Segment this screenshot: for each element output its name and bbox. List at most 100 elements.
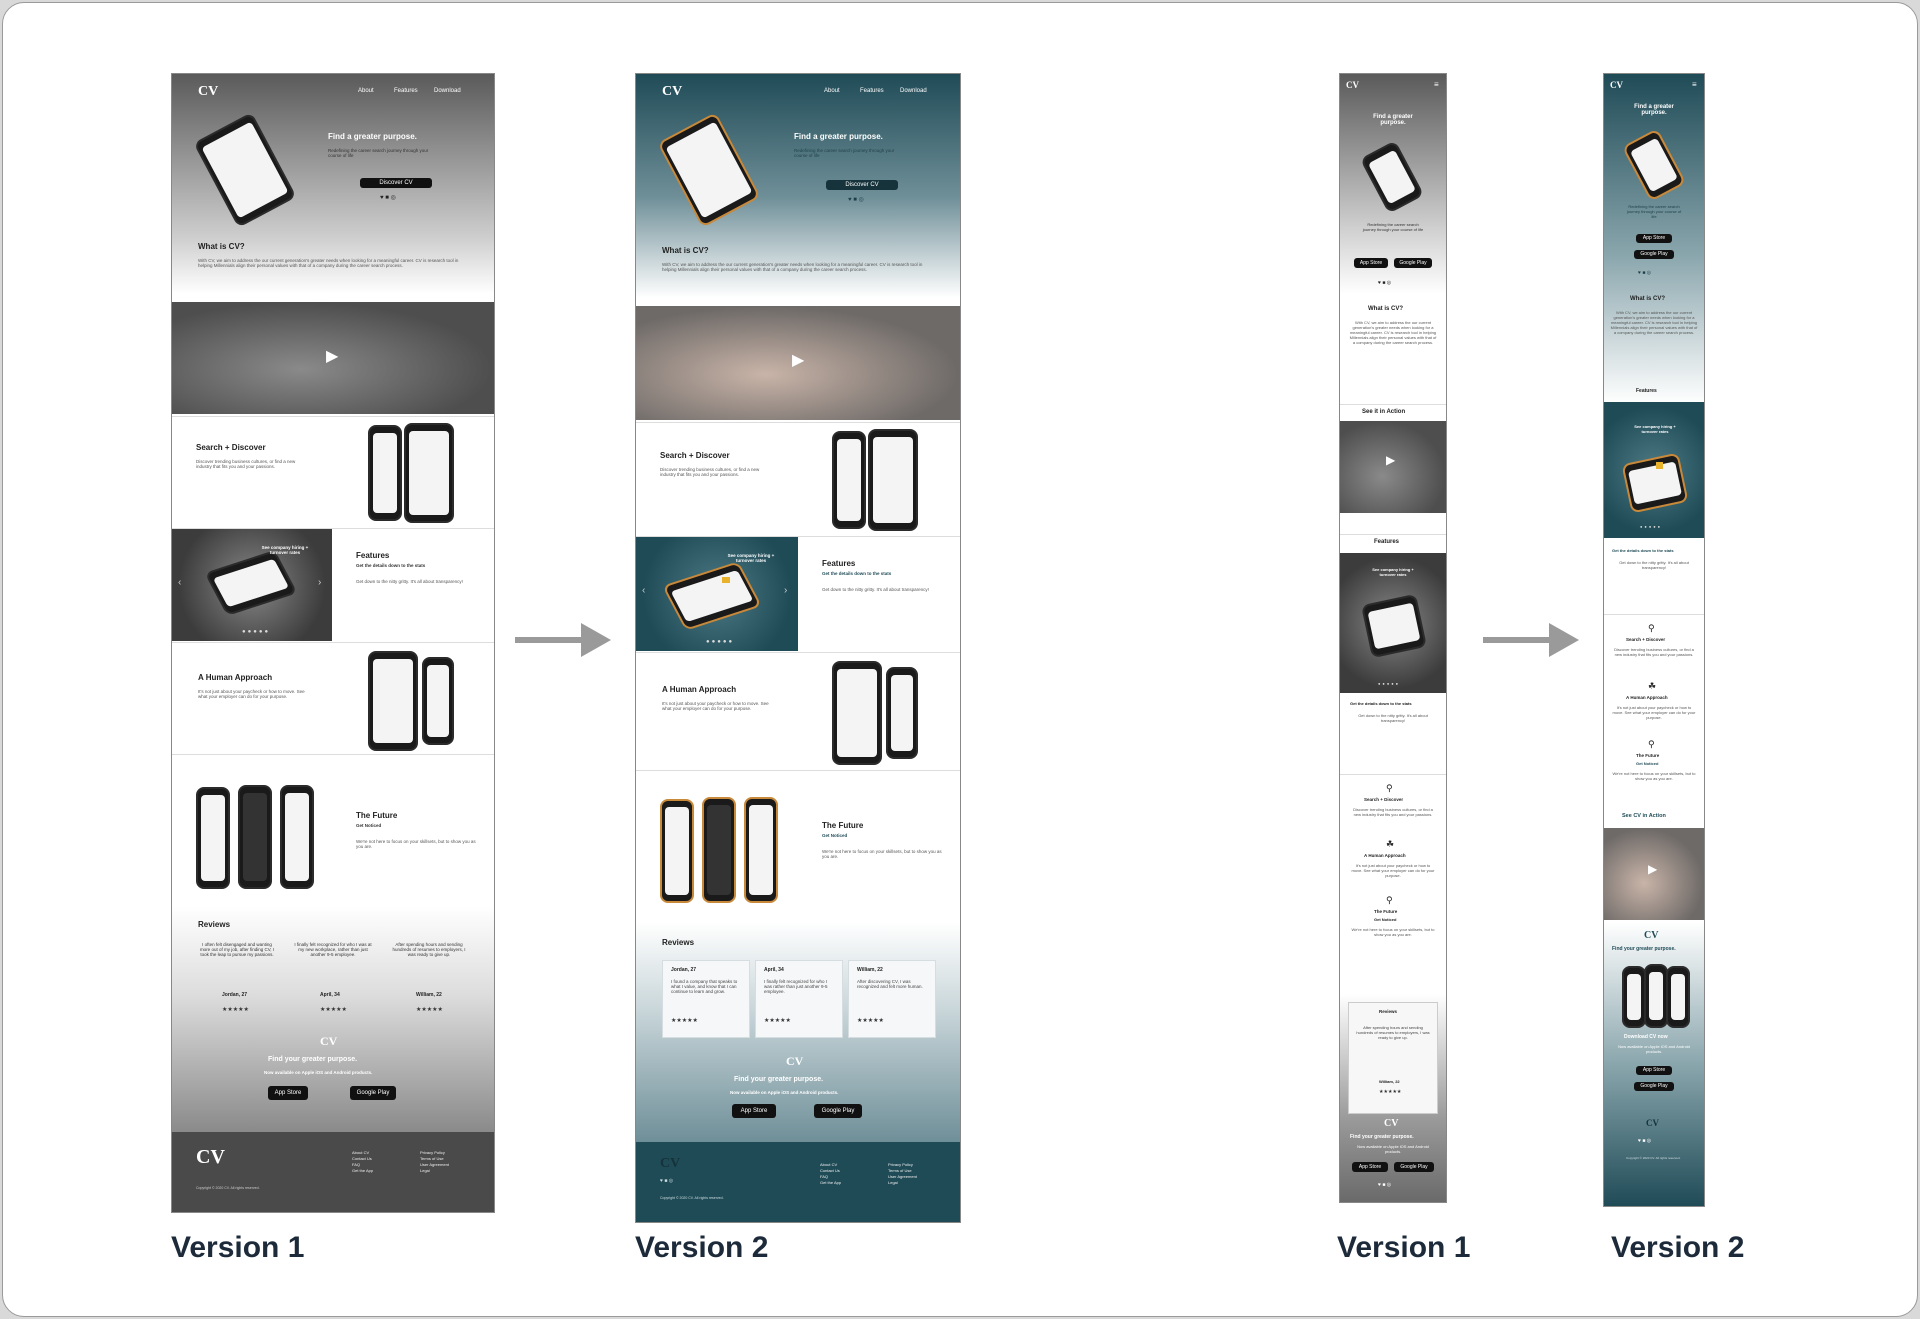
play-icon[interactable]: ▶: [1386, 453, 1396, 467]
review-author: Jordan, 27: [671, 967, 697, 973]
footer-link[interactable]: User Agreement: [888, 1174, 917, 1179]
play-icon[interactable]: ▶: [792, 352, 805, 369]
carousel-dots[interactable]: ●●●●●: [1640, 524, 1663, 529]
hero-phone: [1621, 128, 1687, 202]
review-author: William, 22: [1379, 1079, 1400, 1084]
human-body: It's not just about your paycheck or how…: [662, 701, 769, 711]
footer-link[interactable]: Contact Us: [352, 1156, 372, 1161]
appstore-button[interactable]: App Store: [268, 1086, 308, 1100]
footer-link[interactable]: Terms of Use: [888, 1168, 912, 1173]
features-detail: Get the details down to the stats Get do…: [1604, 540, 1704, 610]
social-icons: ♥ ■ ◎: [1638, 270, 1652, 276]
review-author: William, 22: [416, 992, 442, 998]
social-icons: ♥ ■ ◎: [1638, 1138, 1652, 1144]
hamburger-icon[interactable]: ≡: [1434, 80, 1439, 89]
human-section: A Human Approach It's not just about you…: [172, 642, 494, 753]
nav-about[interactable]: About: [358, 88, 374, 94]
future-title: The Future: [1636, 753, 1660, 758]
future-title: The Future: [356, 811, 398, 820]
brand-logo[interactable]: CV: [198, 84, 219, 99]
carousel-dots[interactable]: ●●●●●: [706, 639, 735, 645]
carousel-dots[interactable]: ●●●●●: [242, 629, 271, 635]
hero-section: CV About Features Download Find a greate…: [172, 74, 494, 294]
mobile-v1-mockup: CV ≡ Find a greater purpose. Redefining …: [1339, 73, 1447, 1203]
search-phone-2: [404, 423, 454, 523]
appstore-button[interactable]: App Store: [1636, 1066, 1672, 1075]
footer-link[interactable]: Get the App: [352, 1168, 374, 1173]
closing-logo: CV: [320, 1034, 338, 1048]
footer-link[interactable]: About CV: [820, 1162, 838, 1167]
footer-link[interactable]: User Agreement: [420, 1162, 449, 1167]
desktop-v1-mockup: CV About Features Download Find a greate…: [171, 73, 495, 1213]
social-icons: ♥ ■ ◎: [1378, 1182, 1392, 1188]
brand-logo[interactable]: CV: [1346, 80, 1359, 90]
search-title: Search + Discover: [196, 443, 266, 452]
googleplay-button[interactable]: Google Play: [1634, 1082, 1674, 1091]
nav-features[interactable]: Features: [394, 88, 418, 94]
footer-link[interactable]: About CV: [352, 1150, 370, 1155]
discover-button[interactable]: Discover CV: [826, 180, 898, 190]
hero-subtitle: Redefining the career search journey thr…: [1626, 204, 1682, 219]
hero-subtitle: Redefining the career search journey thr…: [1362, 222, 1424, 232]
nav-about[interactable]: About: [824, 88, 840, 94]
reviews-title: Reviews: [1379, 1009, 1398, 1014]
handshake-icon: ☘: [1648, 681, 1657, 691]
future-body: We're not here to focus on your skillset…: [356, 839, 476, 849]
brand-logo[interactable]: CV: [1610, 80, 1623, 90]
hero-title: Find a greater purpose.: [1373, 114, 1413, 126]
googleplay-button[interactable]: Google Play: [1394, 258, 1432, 268]
googleplay-button[interactable]: Google Play: [350, 1086, 396, 1100]
search-section: Search + Discover Discover trending busi…: [636, 422, 960, 535]
review-stars: ★★★★★: [222, 1007, 249, 1013]
search-phone-2: [868, 429, 918, 531]
nav-download[interactable]: Download: [900, 88, 927, 94]
human-phone-2: [886, 667, 918, 759]
caption-mobile-v2: Version 2: [1611, 1231, 1745, 1264]
footer-link[interactable]: Contact Us: [820, 1168, 840, 1173]
brand-logo[interactable]: CV: [662, 84, 683, 99]
footer-link[interactable]: FAQ: [352, 1162, 361, 1167]
future-title: The Future: [1374, 909, 1398, 914]
future-subtitle: Get Noticed: [356, 823, 382, 828]
carousel-next-icon[interactable]: ›: [784, 585, 788, 596]
appstore-button[interactable]: App Store: [1636, 234, 1672, 243]
footer-link[interactable]: Legal: [420, 1168, 430, 1173]
caption-mobile-v1: Version 1: [1337, 1231, 1471, 1264]
footer-link[interactable]: Terms of Use: [420, 1156, 444, 1161]
carousel-dots[interactable]: ●●●●●: [1378, 681, 1401, 686]
discover-button[interactable]: Discover CV: [360, 178, 432, 188]
closing-logo: CV: [1384, 1118, 1399, 1129]
carousel-prev-icon[interactable]: ‹: [178, 577, 182, 588]
appstore-button[interactable]: App Store: [732, 1104, 776, 1118]
carousel-prev-icon[interactable]: ‹: [642, 585, 646, 596]
footer-link[interactable]: Privacy Policy: [420, 1150, 445, 1155]
googleplay-button[interactable]: Google Play: [1634, 250, 1674, 259]
appstore-button[interactable]: App Store: [1352, 1162, 1388, 1172]
googleplay-button[interactable]: Google Play: [814, 1104, 862, 1118]
search-body: Discover trending business cultures, or …: [196, 459, 296, 469]
features-phone: [1360, 593, 1428, 659]
appstore-button[interactable]: App Store: [1354, 258, 1388, 268]
nav-download[interactable]: Download: [434, 88, 461, 94]
reviews-section: Reviews After spending hours and sending…: [1340, 994, 1446, 1202]
footer-link[interactable]: Get the App: [820, 1180, 842, 1185]
future-body: We're not here to focus on your skillset…: [822, 849, 942, 859]
hamburger-icon[interactable]: ≡: [1692, 80, 1697, 89]
nav-features[interactable]: Features: [860, 88, 884, 94]
review-author: Jordan, 27: [222, 992, 248, 998]
footer-link[interactable]: Privacy Policy: [888, 1162, 913, 1167]
footer-logo: CV: [1646, 1118, 1659, 1128]
carousel-next-icon[interactable]: ›: [318, 577, 322, 588]
future-phone-1: [660, 799, 694, 903]
footer-link[interactable]: Legal: [888, 1180, 898, 1185]
play-icon[interactable]: ▶: [326, 348, 339, 365]
hero-section: CV About Features Download Find a greate…: [636, 74, 960, 298]
googleplay-button[interactable]: Google Play: [1394, 1162, 1434, 1172]
footer-link[interactable]: FAQ: [820, 1174, 829, 1179]
closing-phone-1: [1622, 966, 1646, 1028]
hero-title: Find a greater purpose.: [1634, 104, 1674, 116]
closing-logo: CV: [786, 1054, 804, 1068]
video-section: ▶: [636, 306, 960, 420]
reviews-title: Reviews: [662, 938, 695, 947]
play-icon[interactable]: ▶: [1648, 862, 1658, 876]
